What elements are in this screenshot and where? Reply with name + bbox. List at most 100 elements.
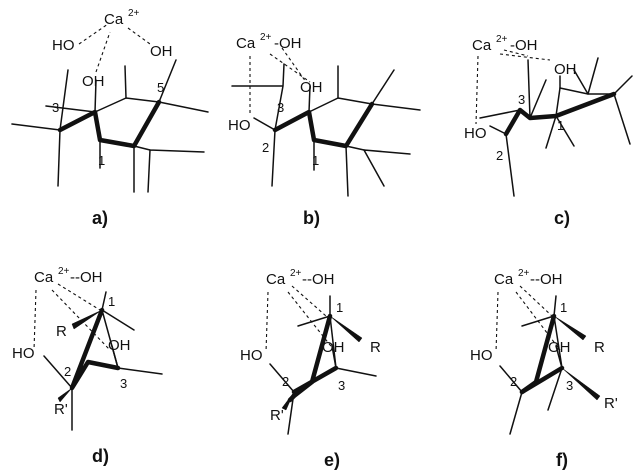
f-atom-3: 3 (566, 378, 573, 393)
a-ca-label: Ca (104, 11, 124, 28)
c-atom-2: 2 (496, 148, 503, 163)
caption-f: f) (556, 450, 568, 470)
a-coord-bond-2 (95, 31, 111, 73)
f-coord-bond-2 (515, 291, 561, 351)
e-substituents (269, 295, 377, 435)
f-atom-1: 1 (560, 300, 567, 315)
c-ho-left: HO (464, 125, 487, 142)
d-ca-charge: 2+ (58, 266, 70, 277)
panel-a: Ca 2+ HO OH OH 3 1 5 a) (11, 8, 209, 228)
b-oh-top: -OH (274, 35, 302, 52)
c-ca-label: Ca (472, 37, 492, 54)
e-coord-bond-1 (265, 291, 269, 353)
f-oh-top: --OH (530, 271, 563, 288)
a-atom-3: 3 (52, 100, 59, 115)
b-front-bond (272, 101, 375, 149)
e-ca-charge: 2+ (290, 268, 302, 279)
c-coord-bond-3 (503, 49, 529, 57)
d-r-label: R (56, 323, 67, 340)
e-wedge-r (329, 315, 363, 343)
c-oh-top: -OH (510, 37, 538, 54)
b-atom-1: 1 (312, 153, 319, 168)
b-coord-bond-3 (281, 47, 307, 83)
e-front-bond (287, 313, 333, 403)
f-ca-charge: 2+ (518, 268, 530, 279)
e-oh-top: --OH (302, 271, 335, 288)
caption-e: e) (324, 450, 340, 470)
e-atom-2: 2 (282, 374, 289, 389)
b-ca-charge: 2+ (260, 32, 272, 43)
f-ho-left: HO (470, 347, 493, 364)
e-atom-1: 1 (336, 300, 343, 315)
e-ca-label: Ca (266, 271, 286, 288)
d-oh-top: --OH (70, 269, 103, 286)
c-substituents (479, 57, 633, 197)
a-substituents (11, 59, 209, 193)
e-atom-3: 3 (338, 378, 345, 393)
e-coord-bond-3 (291, 285, 327, 317)
e-coord-bond-2 (287, 291, 335, 351)
a-coord-bond-3 (127, 27, 151, 45)
caption-d: d) (92, 446, 109, 466)
c-coord-bond-1 (475, 55, 479, 125)
a-oh-mid: OH (82, 73, 105, 90)
f-substituents (499, 295, 563, 435)
caption-a: a) (92, 208, 108, 228)
e-wedge-rprime (281, 391, 295, 411)
e-oh-mid: OH (322, 339, 345, 356)
d-wedge-r (71, 309, 103, 330)
a-atom-1: 1 (98, 153, 105, 168)
d-coord-bond-3 (57, 283, 101, 311)
panel-e: Ca 2+ --OH OH HO R R' 1 2 3 e) (240, 268, 381, 470)
d-rprime-label: R' (54, 401, 68, 418)
f-back-bond (553, 315, 563, 369)
a-back-bond (94, 97, 160, 113)
b-atom-2: 2 (262, 140, 269, 155)
f-coord-bond-3 (519, 285, 553, 317)
d-ca-label: Ca (34, 269, 54, 286)
f-rprime-label: R' (604, 395, 618, 412)
panel-f: Ca 2+ --OH OH HO R R' 1 2 3 f) (470, 268, 618, 470)
b-atom-3: 3 (277, 100, 284, 115)
d-atom-3: 3 (120, 376, 127, 391)
d-ho-left: HO (12, 345, 35, 362)
d-substituents (43, 291, 163, 431)
c-coord-bond-2 (499, 53, 551, 61)
f-wedge-rprime (561, 367, 601, 401)
e-r-label: R (370, 339, 381, 356)
b-ca-label: Ca (236, 35, 256, 52)
a-front-bond (57, 99, 162, 149)
f-coord-bond-1 (495, 291, 499, 353)
e-front-bond-2 (291, 365, 339, 395)
d-oh-mid: OH (108, 337, 131, 354)
d-coord-bond-2 (51, 289, 111, 351)
d-wedge-rprime (57, 387, 73, 403)
panel-d: Ca 2+ --OH OH HO R R' 1 2 3 d) (12, 266, 163, 466)
c-atom-3: 3 (518, 92, 525, 107)
c-oh-mid: OH (554, 61, 577, 78)
c-atom-1: 1 (557, 118, 564, 133)
a-side-bond (133, 145, 151, 151)
d-coord-bond-1 (33, 289, 37, 351)
f-front-bond-2 (519, 365, 565, 395)
f-wedge-r (553, 315, 587, 341)
panel-b: Ca 2+ -OH OH HO 3 2 1 b) (228, 32, 421, 228)
panel-c: Ca 2+ -OH OH HO 3 2 1 c) (464, 34, 633, 228)
b-substituents (231, 63, 421, 197)
d-atom-1: 1 (108, 294, 115, 309)
d-atom-2: 2 (64, 364, 71, 379)
b-side-bond (345, 145, 365, 151)
f-ca-label: Ca (494, 271, 514, 288)
b-oh-mid: OH (300, 79, 323, 96)
caption-c: c) (554, 208, 570, 228)
caption-b: b) (303, 208, 320, 228)
f-oh-mid: OH (548, 339, 571, 356)
b-ho-left: HO (228, 117, 251, 134)
b-back-bond (308, 97, 373, 113)
b-coord-bond-2 (269, 53, 311, 83)
a-atom-5: 5 (157, 80, 164, 95)
e-rprime-label: R' (270, 407, 284, 424)
c-side-bond (555, 87, 561, 117)
d-front-bond (69, 307, 121, 391)
